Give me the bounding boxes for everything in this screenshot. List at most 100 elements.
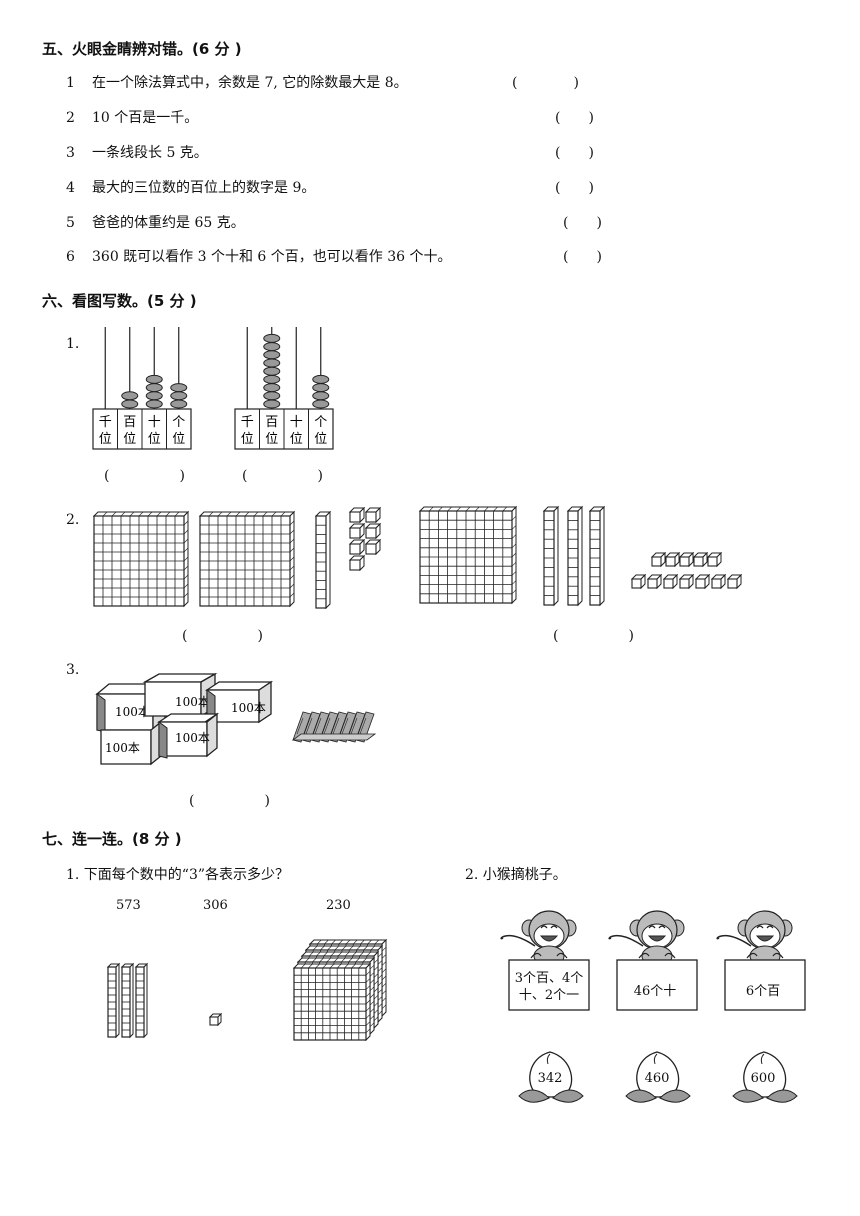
abacus-place-label: 十 <box>290 415 303 430</box>
monkey-1 <box>500 910 590 1011</box>
unit-cube <box>364 522 382 540</box>
unit-cube <box>678 551 695 568</box>
book-box-2: 100本 <box>142 672 218 718</box>
book-box-3-label: 100本 <box>231 701 266 715</box>
unit-cube <box>364 506 382 524</box>
abacus-place-label: 十 <box>148 415 161 430</box>
abacus-bead <box>263 383 281 393</box>
item-text: 一条线段长 5 克。 <box>92 145 208 161</box>
peach-2 <box>625 1051 691 1103</box>
abacus-bead <box>121 391 139 401</box>
answer-blank-6[interactable]: ( ) <box>563 249 602 265</box>
item-number: 6 <box>66 249 75 265</box>
unit-cube <box>692 551 709 568</box>
unit-cube <box>348 554 366 572</box>
book-box-5: 100本 <box>156 712 220 759</box>
item-text: 最大的三位数的百位上的数字是 9。 <box>92 180 316 196</box>
monkey-2 <box>608 910 698 1011</box>
loose-books <box>291 711 377 743</box>
answer-blank-1[interactable]: ( ) <box>512 75 579 91</box>
book-box-5-label: 100本 <box>175 731 210 745</box>
hundred-flat <box>418 505 518 605</box>
abacus-bead <box>263 366 281 376</box>
abacus-place-unit: 位 <box>172 432 185 447</box>
abacus-bead <box>263 333 281 343</box>
unit-cube <box>364 538 382 556</box>
peach-460-label: 460 <box>644 1071 670 1086</box>
peach-leaf <box>552 1089 584 1103</box>
monkey-sign-3-text: 6个百 <box>745 984 781 999</box>
abacus-bead <box>263 399 281 409</box>
unit-cube <box>664 551 681 568</box>
book-box-4-label: 100本 <box>105 741 140 755</box>
abacus-place-label: 百 <box>123 415 136 430</box>
blocks-2-answer-blank[interactable]: ( ) <box>553 628 634 644</box>
monkeys-with-signs <box>500 910 806 1011</box>
peach-600-label: 600 <box>750 1071 776 1086</box>
answer-blank-3[interactable]: ( ) <box>555 145 594 161</box>
abacus-place-unit: 位 <box>99 432 112 447</box>
monkey-sign <box>616 959 698 1011</box>
abacus-bead <box>170 391 188 401</box>
item-text: 360 既可以看作 3 个十和 6 个百，也可以看作 36 个十。 <box>92 249 452 265</box>
base-ten-blocks-matching <box>106 938 388 1042</box>
answer-blank-5[interactable]: ( ) <box>563 215 602 231</box>
abacus-bead <box>312 374 330 384</box>
sec6-q3-number: 3. <box>66 662 80 678</box>
abacus-bead <box>121 399 139 409</box>
sec7-q2-text: 2. 小猴摘桃子。 <box>465 867 567 883</box>
answer-blank-4[interactable]: ( ) <box>555 180 594 196</box>
peach-342-label: 342 <box>537 1071 563 1086</box>
item-number: 5 <box>66 215 75 231</box>
unit-cube <box>208 1012 223 1027</box>
abacus-bead <box>263 342 281 352</box>
abacus-place-label: 个 <box>314 415 327 430</box>
ten-rod <box>542 505 560 607</box>
unit-cube <box>706 551 723 568</box>
section5-title: 五、火眼金睛辨对错。(6 分 ) <box>42 40 242 58</box>
book-box-1-label: 100本 <box>115 705 150 719</box>
abacus-bead <box>145 399 163 409</box>
ten-rod <box>314 510 332 610</box>
sec6-q2-number: 2. <box>66 512 80 528</box>
abacus-place-unit: 位 <box>314 432 327 447</box>
abacus-place-unit: 位 <box>290 432 303 447</box>
abacus-place-label: 千 <box>99 415 112 430</box>
sign-1-line-1: 3个百、4个 <box>514 971 584 986</box>
abacus-bead <box>170 383 188 393</box>
abacus-place-label: 千 <box>241 415 254 430</box>
abacus-place-unit: 位 <box>241 432 254 447</box>
peach-leaf <box>659 1089 691 1103</box>
item-number: 1 <box>66 75 75 91</box>
abacus-1-answer-blank[interactable]: ( ) <box>104 468 185 484</box>
hundred-flat <box>292 962 372 1042</box>
item-number: 2 <box>66 110 75 126</box>
peach-leaf <box>766 1089 798 1103</box>
peach-3 <box>732 1051 798 1103</box>
blocks-1-answer-blank[interactable]: ( ) <box>182 628 263 644</box>
abacus-bead <box>145 391 163 401</box>
abacus-2-answer-blank[interactable]: ( ) <box>242 468 323 484</box>
sec5-item-3: 3 一条线段长 5 克。 <box>66 142 208 162</box>
unit-cube <box>726 573 743 590</box>
ten-rod <box>566 505 584 607</box>
books-answer-blank[interactable]: ( ) <box>189 793 270 809</box>
abacus-bead <box>312 399 330 409</box>
sec7-q1-text: 1. 下面每个数中的“3”各表示多少？ <box>66 867 290 883</box>
base-ten-blocks-group-1 <box>92 506 382 610</box>
number-306: 306 <box>203 898 228 913</box>
unit-cube <box>710 573 727 590</box>
section6-title: 六、看图写数。(5 分 ) <box>42 292 197 310</box>
monkey-sign-2-text: 46个十 <box>633 984 677 999</box>
peaches <box>518 1051 798 1103</box>
item-number: 3 <box>66 145 75 161</box>
unit-cube <box>348 522 366 540</box>
book-box-2-label: 100本 <box>175 695 210 709</box>
number-573: 573 <box>116 898 141 913</box>
answer-blank-2[interactable]: ( ) <box>555 110 594 126</box>
unit-cube <box>646 573 663 590</box>
unit-cube <box>662 573 679 590</box>
